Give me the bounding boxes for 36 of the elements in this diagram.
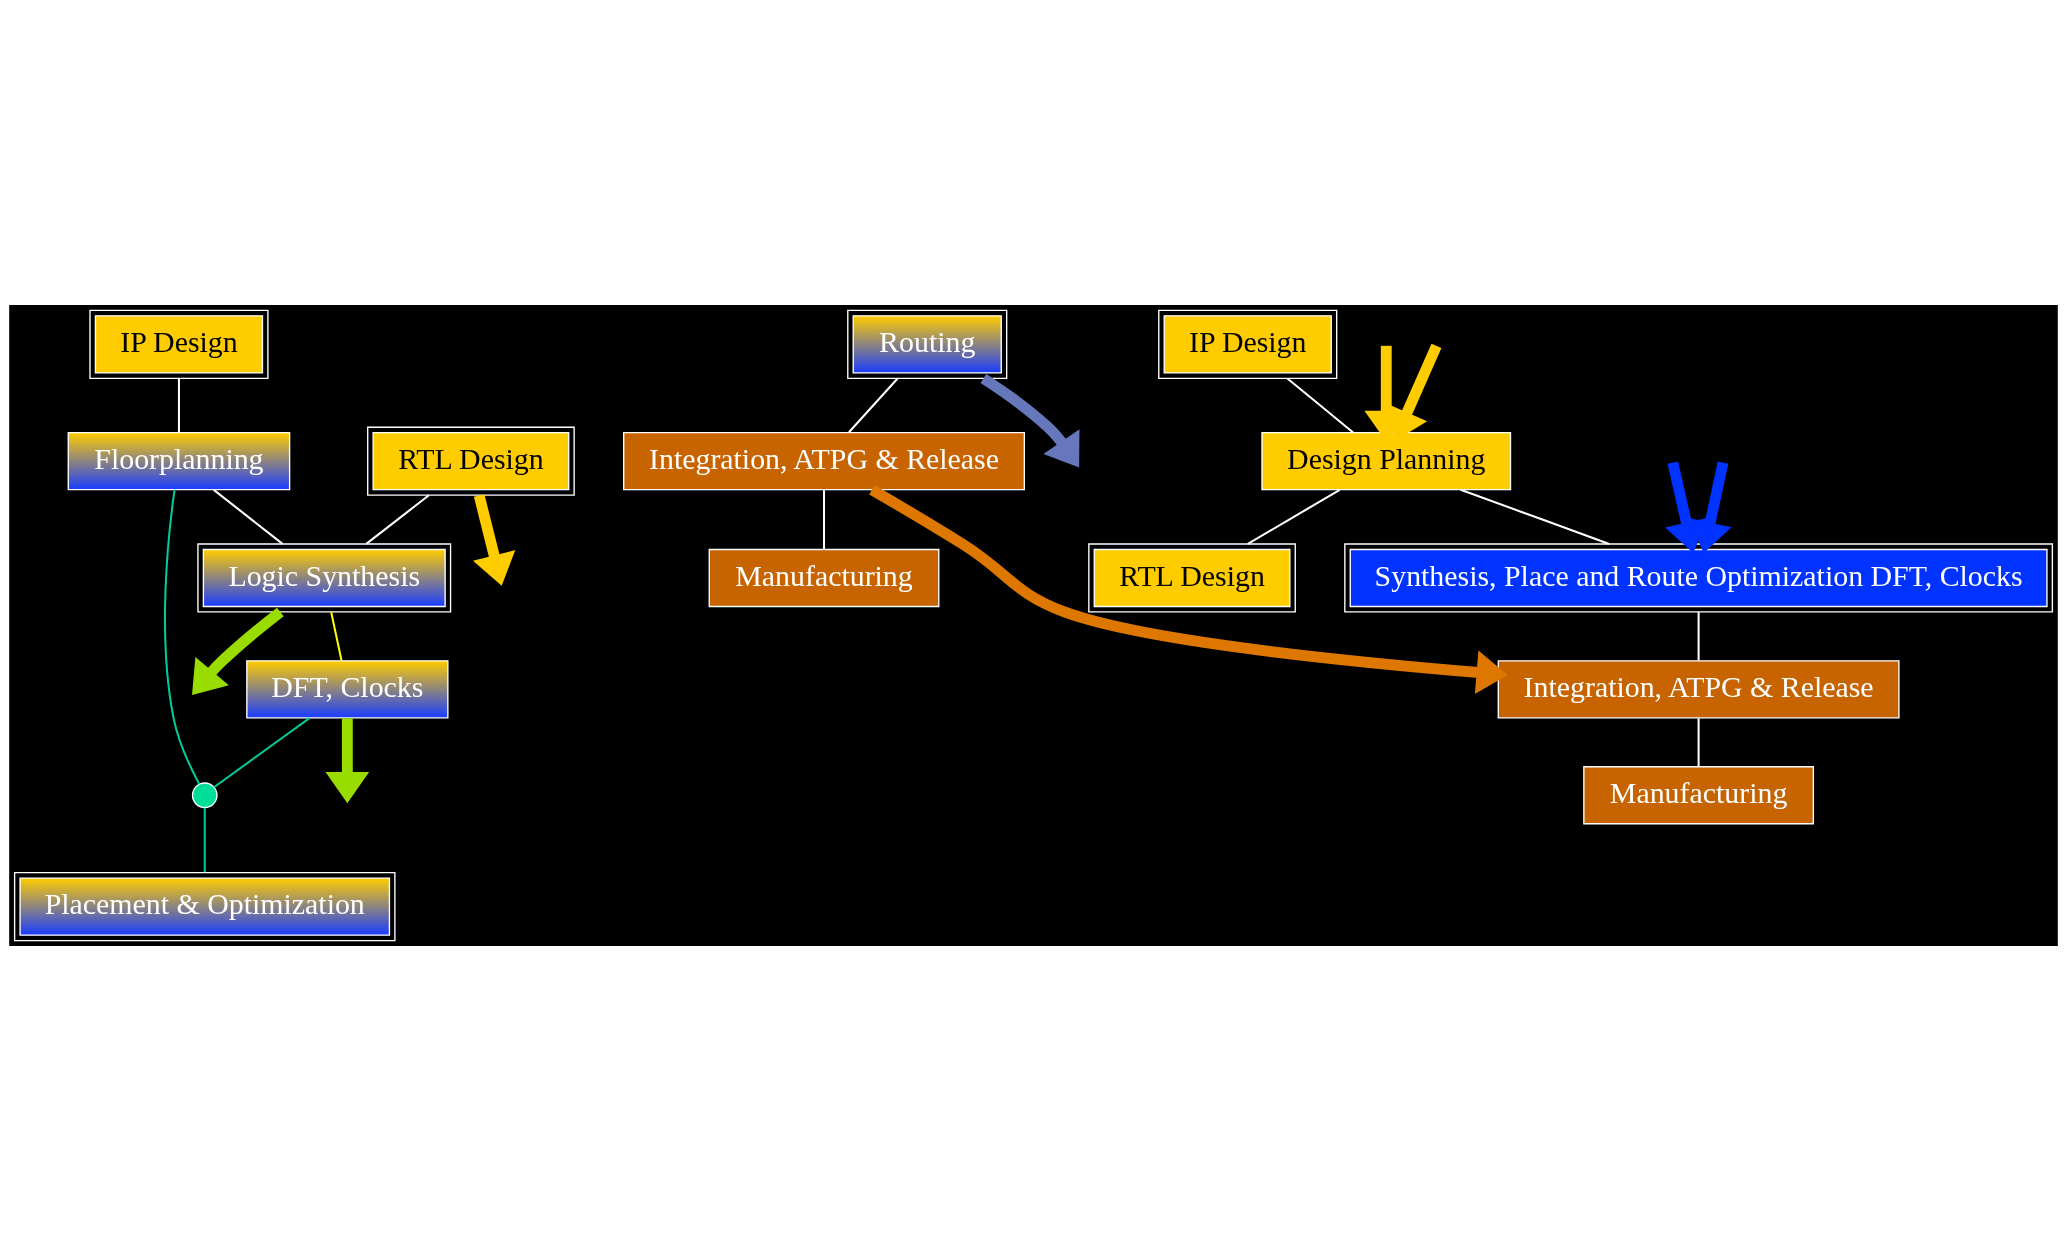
- node-box: Integration, ATPG & Release: [1497, 660, 1900, 719]
- connector: [330, 611, 343, 661]
- node-box: Routing: [847, 309, 1008, 379]
- node-box: Manufacturing: [708, 548, 940, 608]
- arrow: [192, 607, 284, 696]
- node-box: Floorplanning: [67, 432, 291, 491]
- node-box: Synthesis, Place and Route Optimization DFT, Clocks: [1344, 543, 2054, 613]
- connector: [203, 807, 206, 873]
- connector: [1697, 611, 1700, 661]
- node-box: RTL Design: [1088, 543, 1296, 613]
- connector: [213, 717, 311, 789]
- arrow: [1665, 461, 1732, 554]
- node-box: IP Design: [89, 309, 269, 379]
- arrow: [869, 485, 1508, 695]
- arrow: [325, 718, 370, 804]
- arrow: [472, 494, 516, 586]
- connector: [823, 490, 826, 550]
- arrow: [980, 373, 1080, 468]
- connector: [848, 378, 899, 433]
- node-box: Manufacturing: [1583, 766, 1815, 825]
- connector: [1247, 489, 1341, 545]
- node-box: IP Design: [1158, 309, 1338, 379]
- node-box: DFT, Clocks: [246, 660, 449, 719]
- node-box: Design Planning: [1261, 432, 1512, 491]
- node-box: Logic Synthesis: [197, 543, 452, 613]
- connector: [164, 489, 201, 785]
- connector: [1286, 377, 1354, 434]
- node-circle: [191, 782, 218, 809]
- node-box: Placement & Optimization: [13, 872, 396, 942]
- node-box: Integration, ATPG & Release: [623, 432, 1025, 491]
- connector: [1697, 718, 1700, 767]
- connector: [177, 378, 180, 433]
- connector: [365, 494, 430, 545]
- connector: [1460, 488, 1610, 545]
- node-box: RTL Design: [367, 426, 575, 496]
- connector: [213, 489, 284, 545]
